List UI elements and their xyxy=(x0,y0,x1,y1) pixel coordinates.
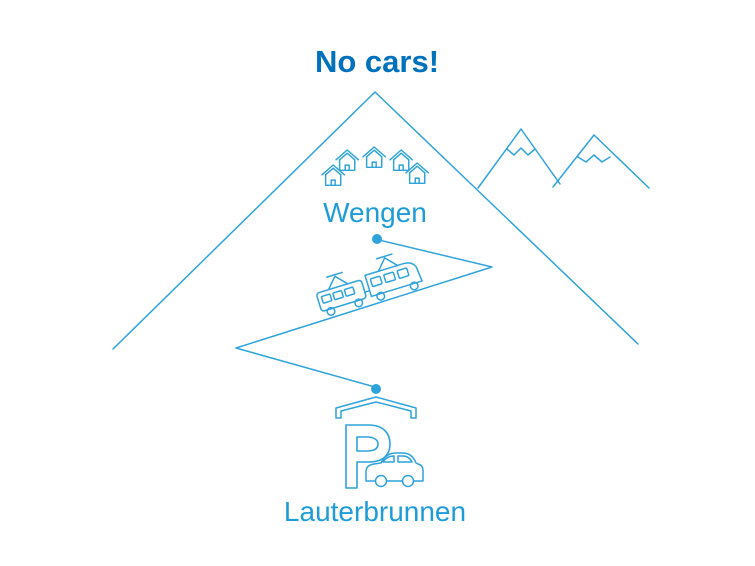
garage-roof-icon xyxy=(335,396,417,419)
page-title: No cars! xyxy=(315,44,439,79)
village-houses-icon xyxy=(321,146,430,187)
house-icon xyxy=(362,146,387,169)
house-icon xyxy=(335,149,360,172)
house-icon xyxy=(389,149,414,172)
large-mountain-icon xyxy=(112,91,639,350)
railway-line xyxy=(235,239,493,388)
lauterbrunnen-station-dot xyxy=(371,384,381,394)
car-icon xyxy=(365,452,424,488)
parking-letter-icon xyxy=(345,424,391,489)
parking-garage-icon xyxy=(335,396,424,489)
house-icon xyxy=(321,164,346,187)
wengen-label: Wengen xyxy=(323,197,427,228)
train-icon xyxy=(316,253,423,316)
lauterbrunnen-label: Lauterbrunnen xyxy=(284,496,466,527)
wengen-station-dot xyxy=(372,234,382,244)
snow-peaks-icon xyxy=(477,128,650,189)
